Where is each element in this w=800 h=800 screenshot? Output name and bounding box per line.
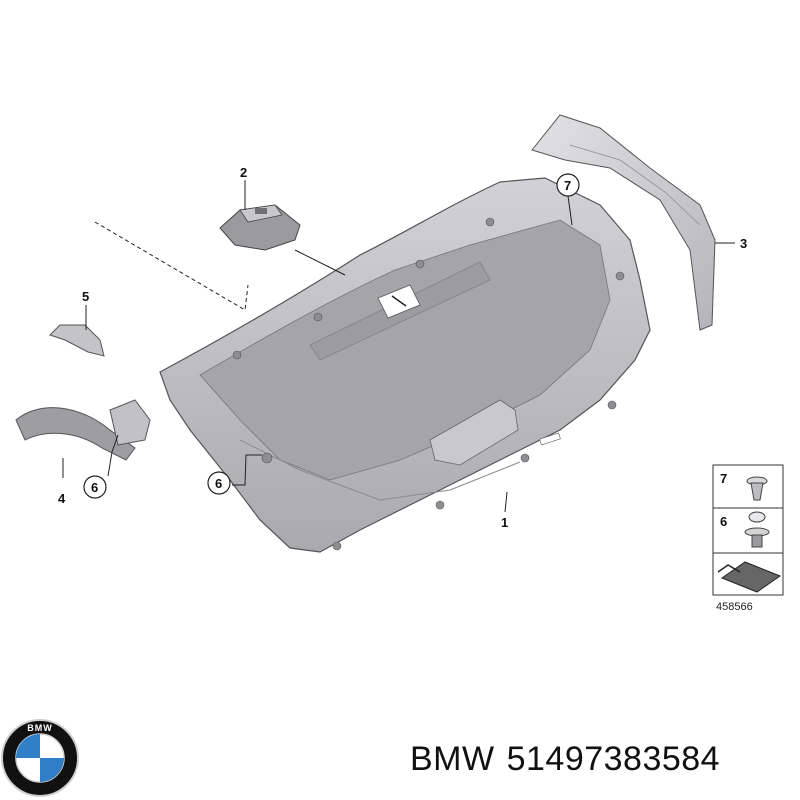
legend-row-7: 7 xyxy=(720,471,727,486)
callout-1: 1 xyxy=(501,515,508,530)
fastener-legend: 7 6 458566 xyxy=(712,464,784,613)
bmw-logo: BMW xyxy=(1,719,79,797)
trunk-handle-bracket xyxy=(219,204,301,251)
callout-6b-circle xyxy=(207,471,231,495)
trunk-lid-trim-panel xyxy=(159,177,651,553)
caption-part-number: 51497383584 xyxy=(506,740,721,778)
callout-7: 7 xyxy=(564,178,571,193)
logo-brand-text: BMW xyxy=(27,723,53,733)
clip-bracket xyxy=(49,324,105,357)
callout-3: 3 xyxy=(740,236,747,251)
leader-lines xyxy=(62,180,735,513)
part-caption: BMW 51497383584 xyxy=(410,740,732,779)
callout-6a: 6 xyxy=(91,480,98,495)
callouts: 2 3 5 4 1 7 6 6 xyxy=(58,165,747,530)
clip-6-icon xyxy=(744,511,770,548)
clip-7-icon xyxy=(746,476,768,501)
figure-number: 458566 xyxy=(716,601,753,613)
callout-6b: 6 xyxy=(215,476,222,491)
caption-brand: BMW xyxy=(410,740,495,778)
legend-row-6: 6 xyxy=(720,514,727,529)
pillar-trim xyxy=(531,114,716,331)
callout-5: 5 xyxy=(82,289,89,304)
callout-6a-circle xyxy=(83,475,107,499)
material-swatch-icon xyxy=(717,561,782,593)
callout-4: 4 xyxy=(58,491,66,506)
callout-7-circle xyxy=(556,173,580,197)
callout-2: 2 xyxy=(240,165,247,180)
curved-trim xyxy=(15,399,151,461)
panel-clips xyxy=(232,217,625,551)
